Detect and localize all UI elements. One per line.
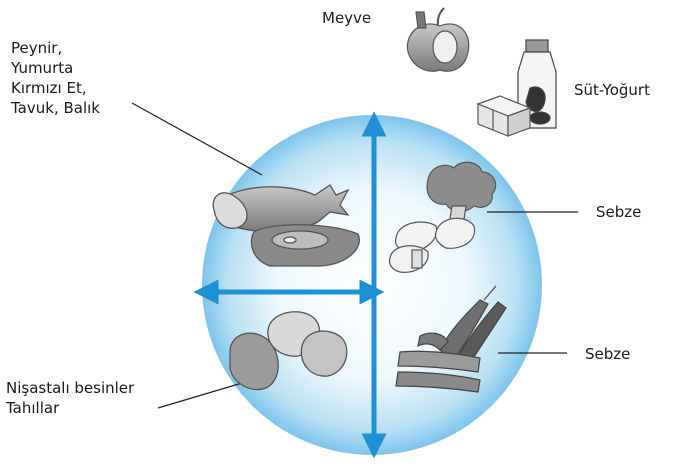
- label-protein: Peynir, Yumurta Kırmızı Et, Tavuk, Balık: [11, 38, 100, 118]
- label-sebze-bottom-text: Sebze: [585, 344, 630, 364]
- label-starch: Nişastalı besinler Tahıllar: [6, 378, 134, 418]
- label-starch-line-1: Nişastalı besinler: [6, 378, 134, 398]
- apple-icon: [407, 8, 468, 71]
- leader-line-starch: [158, 383, 242, 408]
- label-protein-line-1: Peynir,: [11, 38, 100, 58]
- label-sebze-top: Sebze: [596, 202, 641, 222]
- leader-line-protein: [132, 103, 262, 175]
- label-sebze-top-text: Sebze: [596, 202, 641, 222]
- label-meyve: Meyve: [322, 8, 371, 28]
- label-meyve-text: Meyve: [322, 8, 371, 28]
- label-starch-line-2: Tahıllar: [6, 398, 134, 418]
- label-sebze-bottom: Sebze: [585, 344, 630, 364]
- label-protein-line-2: Yumurta: [11, 58, 100, 78]
- label-sut-yogurt: Süt-Yoğurt: [574, 80, 650, 100]
- label-protein-line-3: Kırmızı Et,: [11, 78, 100, 98]
- label-sut-yogurt-text: Süt-Yoğurt: [574, 80, 650, 100]
- label-protein-line-4: Tavuk, Balık: [11, 98, 100, 118]
